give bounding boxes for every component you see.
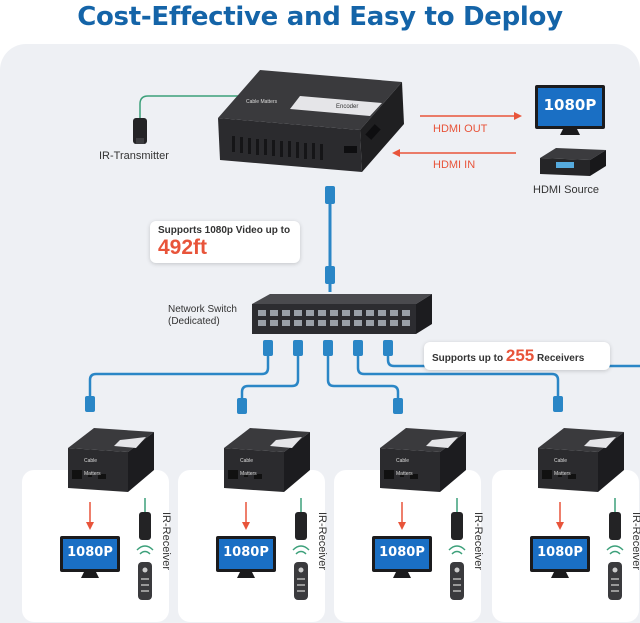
network-switch-label-line2: (Dedicated) [168, 316, 220, 327]
network-switch-label-line1: Network Switch [168, 304, 237, 315]
ir-receiver-label: IR-Receiver [630, 512, 640, 571]
receiver-graphics [530, 428, 624, 600]
receivers-callout-value: 255 [505, 346, 535, 365]
encoder-device [218, 70, 404, 172]
receivers-callout: Supports up to 255 Receivers [424, 342, 610, 370]
encoder-label: Encoder [336, 104, 359, 110]
ir-transmitter-device [133, 95, 238, 144]
uplink-cable [325, 186, 335, 292]
ir-receiver-label: IR-Receiver [160, 512, 172, 571]
hdmi-source-device [540, 148, 606, 176]
ir-receiver-label: IR-Receiver [472, 512, 484, 571]
receiver-brand-label: Cable Matters [554, 458, 571, 477]
receiver-monitor-resolution: 1080P [379, 545, 425, 560]
receiver-monitor-resolution: 1080P [537, 545, 583, 560]
distance-callout: Supports 1080p Video up to 492ft [150, 221, 300, 263]
receiver-monitor-resolution: 1080P [67, 545, 113, 560]
receivers-callout-prefix: Supports up to [432, 353, 504, 364]
network-switch-device [252, 294, 432, 334]
output-monitor [535, 85, 605, 135]
ir-receiver-label: IR-Receiver [316, 512, 328, 571]
distance-callout-value: 492ft [158, 236, 208, 259]
receivers-callout-suffix: Receivers [537, 353, 585, 364]
distribution-cables [88, 340, 640, 402]
cable-connectors [85, 340, 563, 414]
receiver-brand-label: Cable Matters [396, 458, 413, 477]
encoder-brand-label: Cable Matters [246, 99, 278, 105]
hdmi-out-label: HDMI OUT [433, 123, 488, 135]
hdmi-out-arrow [420, 112, 522, 120]
page-title: Cost-Effective and Easy to Deploy [77, 2, 563, 32]
receiver-graphics [60, 428, 154, 600]
ir-transmitter-label: IR-Transmitter [99, 150, 169, 162]
hdmi-in-label: HDMI IN [433, 159, 476, 171]
distance-callout-text: Supports 1080p Video up to [158, 225, 291, 236]
receiver-monitor-resolution: 1080P [223, 545, 269, 560]
receiver-graphics [372, 428, 466, 600]
output-monitor-resolution: 1080P [543, 96, 597, 114]
receiver-brand-label: Cable Matters [240, 458, 257, 477]
hdmi-source-label: HDMI Source [533, 184, 600, 196]
hdmi-in-arrow [392, 149, 516, 157]
receiver-brand-label: Cable Matters [84, 458, 101, 477]
network-switch-label: Network Switch (Dedicated) [168, 304, 237, 328]
receiver-graphics [216, 428, 310, 600]
